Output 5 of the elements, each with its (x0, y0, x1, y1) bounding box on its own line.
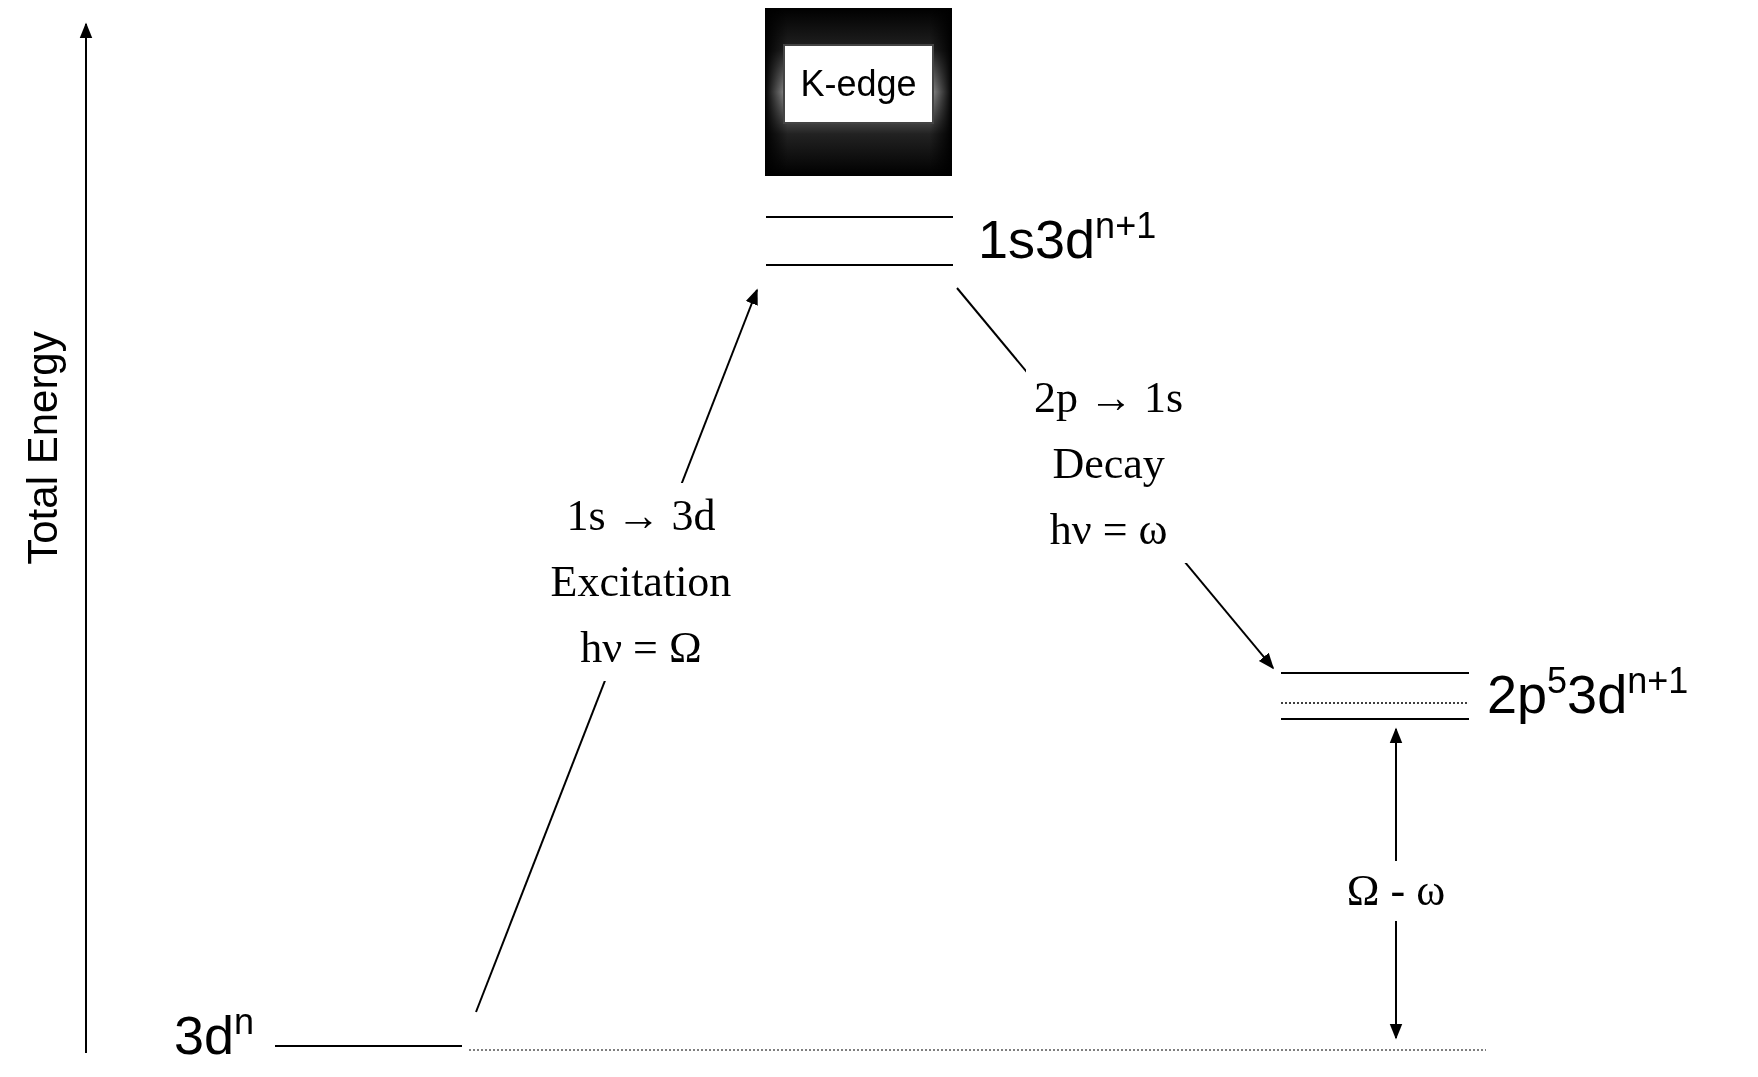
state-label: 3d$^{n}$ (174, 1008, 255, 1062)
state-label: 1s3d$^{n+1}$ (978, 212, 1157, 266)
edge-label-text: K-edge (783, 44, 934, 124)
edge-box (765, 8, 952, 176)
axis-label: Total Energy (18, 330, 67, 567)
